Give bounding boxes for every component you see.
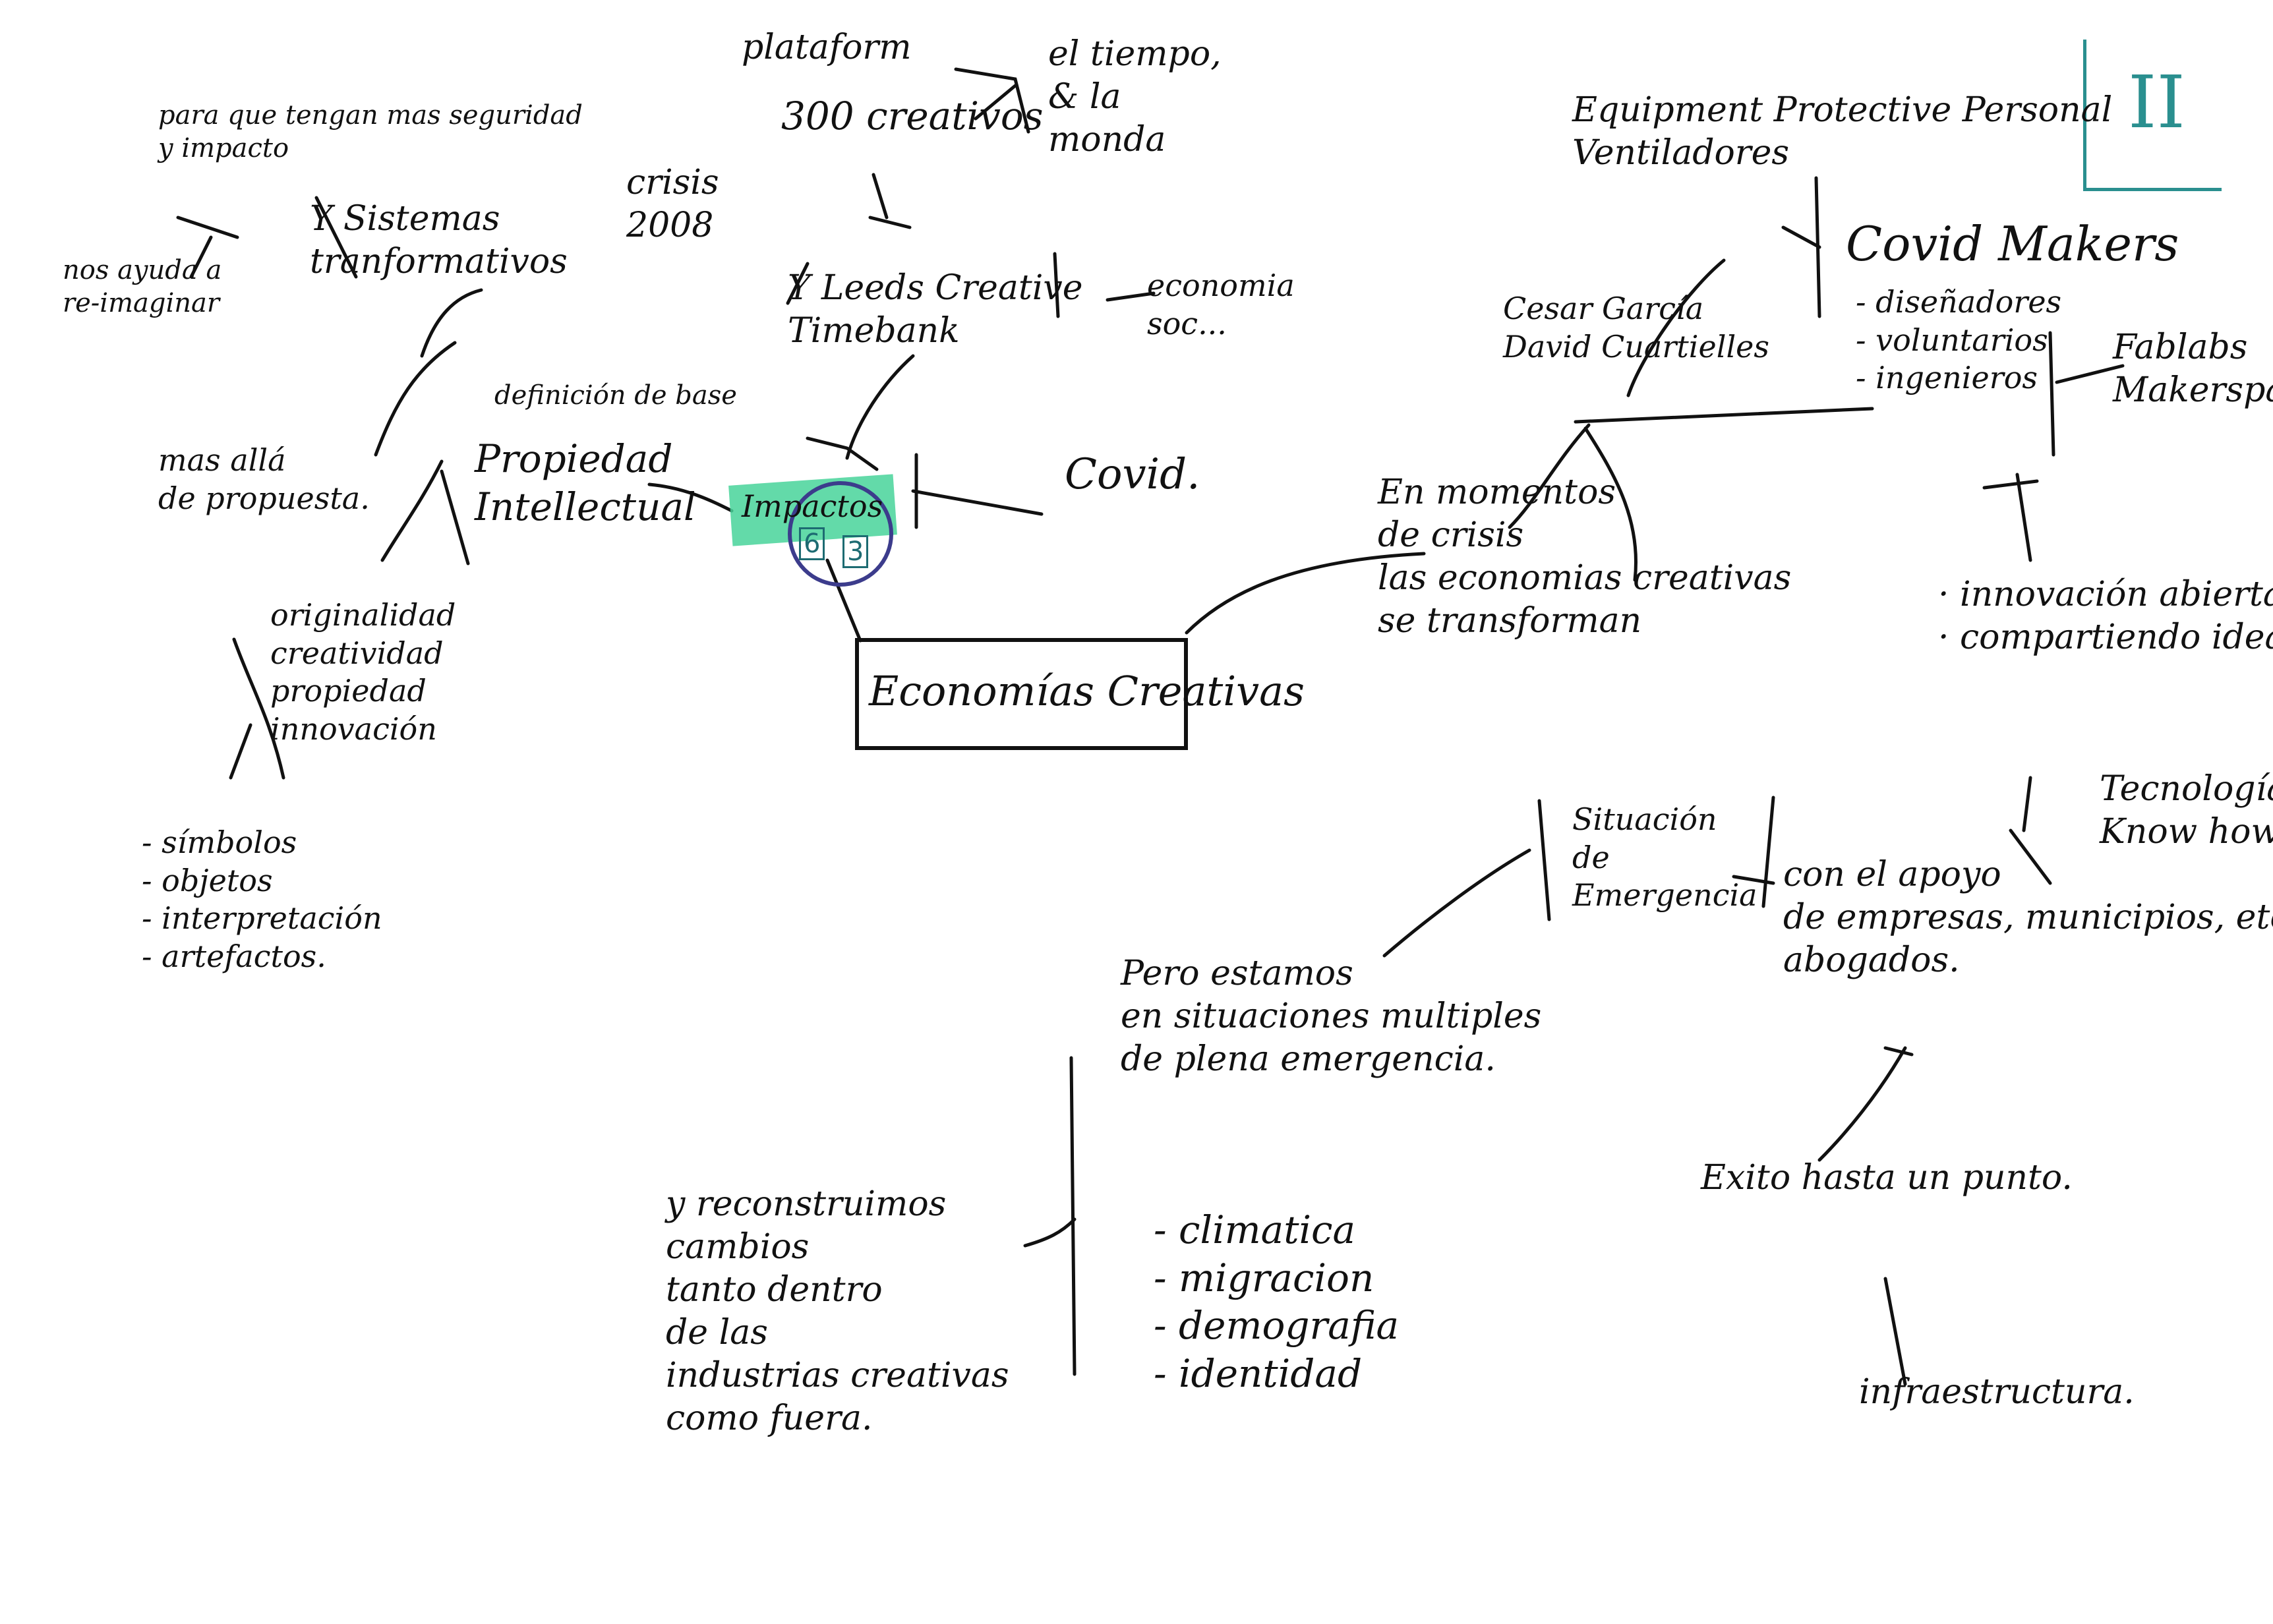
note-apoyo: con el apoyo de empresas, municipios, et…	[1783, 855, 2273, 980]
note-sistemas: Y Sistemas tranformativos	[310, 199, 568, 281]
note-mas-alla: mas allá de propuesta.	[158, 442, 370, 516]
note-fablabs: Fablabs Makerspaces	[2113, 328, 2273, 410]
note-exito: Exito hasta un punto.	[1701, 1158, 2073, 1198]
note-originalidad: originalidad creatividad propiedad innov…	[270, 597, 456, 747]
note-infra: infraestructura.	[1859, 1372, 2135, 1412]
note-momentos: En momentos de crisis las economias crea…	[1378, 473, 1792, 641]
sdg-3-box: 3	[842, 535, 869, 568]
note-crisis: crisis 2008	[626, 163, 719, 245]
note-para-que: para que tengan mas seguridad y impacto	[158, 100, 583, 163]
note-tecnologia: Tecnología Know how	[2100, 769, 2273, 852]
note-covid-makers: Covid Makers	[1846, 216, 2179, 272]
note-lista: - climatica - migracion - demografia - i…	[1154, 1207, 1400, 1396]
note-creativos: 300 creativos	[781, 94, 1044, 138]
note-estamos: Pero estamos en situaciones multiples de…	[1121, 954, 1542, 1079]
note-propiedad: Propiedad Intellectual	[475, 436, 696, 529]
note-nos-ayuda: nos ayuda a re-imaginar	[63, 255, 222, 318]
impactos-circle	[788, 481, 893, 587]
note-covid: Covid.	[1065, 450, 1200, 499]
note-plataform: plataform	[742, 28, 912, 67]
note-tiempo: el tiempo, & la monda	[1048, 34, 1222, 160]
page-number-corner	[2083, 40, 2222, 191]
note-innovacion: · innovación abierta · compartiendo idea…	[1938, 575, 2273, 657]
central-node-box	[855, 638, 1188, 750]
note-definicion: definición de base	[494, 380, 737, 411]
note-cesar: Cesar García David Cuartielles	[1503, 291, 1769, 364]
central-node-label: Economías Creativas	[869, 667, 1305, 715]
page-number-label: II	[2128, 60, 2185, 144]
sdg-6-box: 6	[799, 527, 825, 560]
note-reconstruimos: y reconstruimos cambios tanto dentro de …	[666, 1184, 1009, 1438]
note-makers-list: - diseñadores - voluntarios - ingenieros	[1856, 284, 2062, 395]
note-leeds: Y Leeds Creative Timebank	[788, 268, 1083, 351]
note-economia: economia soc...	[1147, 268, 1295, 341]
note-simbolos: - símbolos - objetos - interpretación - …	[142, 825, 382, 974]
note-equipment: Equipment Protective Personal Ventilador…	[1572, 90, 2113, 173]
note-situacion: Situación de Emergencia	[1572, 801, 1757, 913]
impactos-label: Impactos	[742, 488, 883, 524]
